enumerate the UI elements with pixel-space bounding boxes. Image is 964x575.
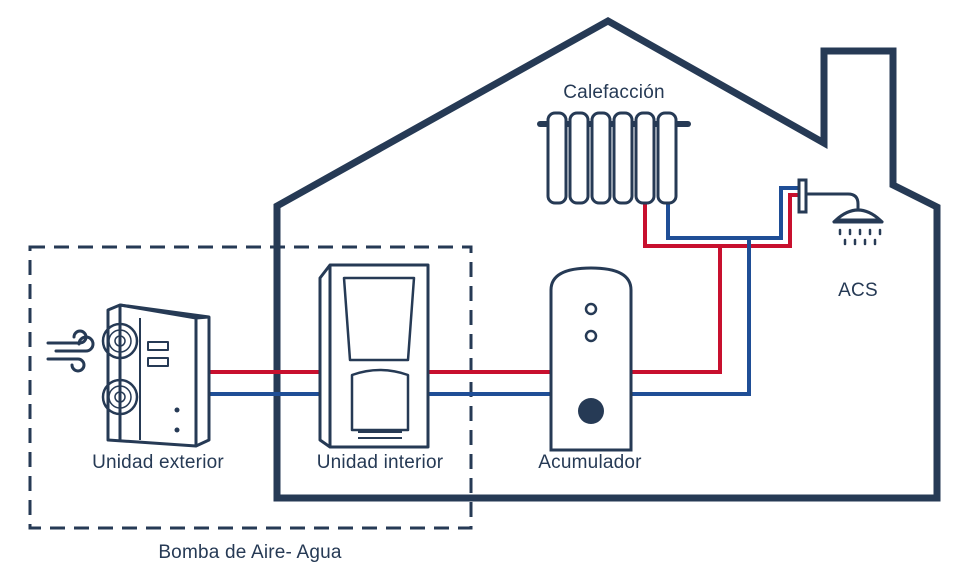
return-pipe-acs: [749, 186, 800, 240]
outdoor-unit-icon: [101, 303, 211, 448]
label-dhw: ACS: [838, 280, 878, 301]
secondary-pipes: [631, 186, 800, 396]
indoor-unit-icon: [318, 263, 430, 449]
shower-icon: [797, 178, 884, 246]
primary-pipes: [209, 370, 551, 396]
storage-tank-icon: [549, 266, 633, 452]
label-indoor-unit: Unidad interior: [316, 452, 444, 473]
wind-icon: [46, 329, 95, 373]
label-system: Bomba de Aire- Agua: [158, 542, 342, 563]
label-heating: Calefacción: [563, 82, 665, 103]
label-outdoor-unit: Unidad exterior: [92, 452, 224, 473]
radiator-icon: [537, 111, 691, 205]
system-boundary: [28, 245, 473, 530]
return-pipe: [631, 202, 751, 396]
label-tank: Acumulador: [538, 452, 642, 473]
house-outline: [273, 16, 941, 502]
supply-pipe: [631, 202, 722, 374]
supply-pipe-acs: [720, 193, 800, 248]
